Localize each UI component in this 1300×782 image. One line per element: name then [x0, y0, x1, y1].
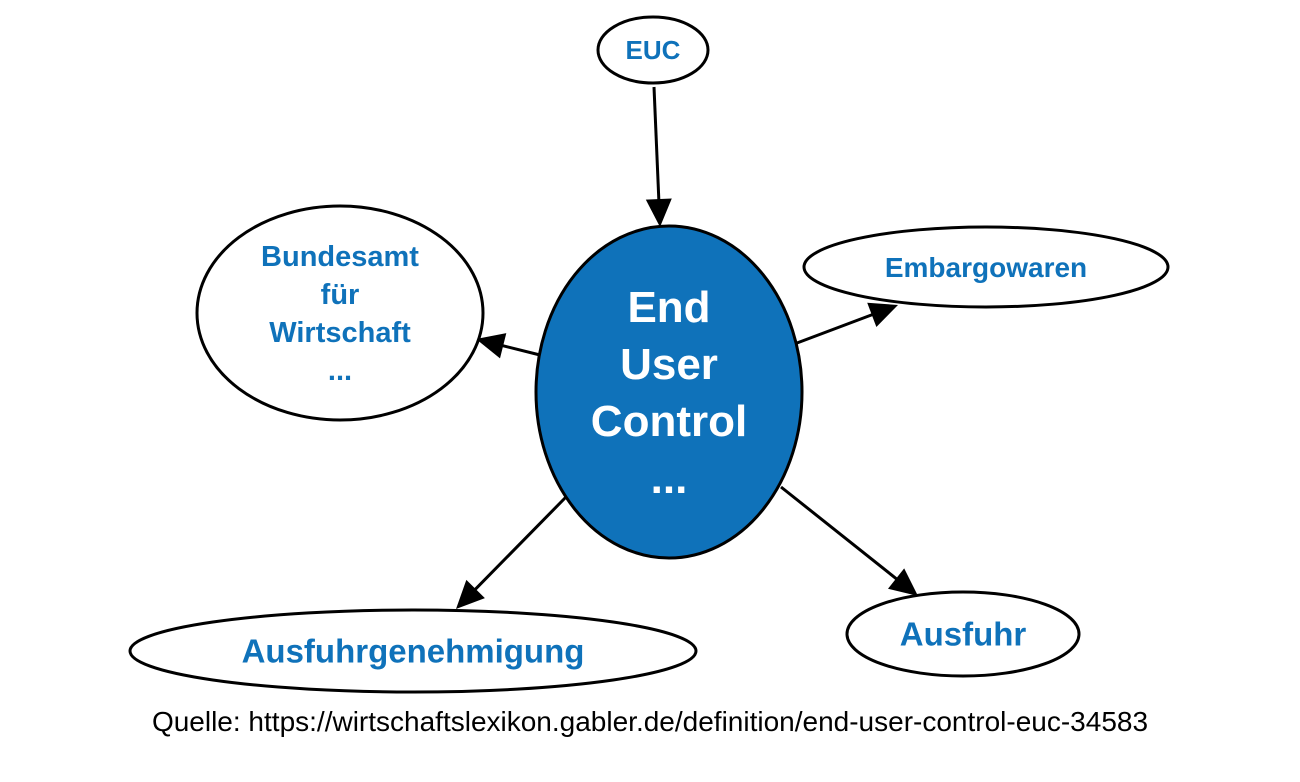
edge-center-to-bundesamt [500, 343, 541, 357]
edge-center-to-ausfuhrgenehmigung [473, 495, 568, 592]
node-center-label-line-3: ... [651, 454, 688, 503]
node-bundesamt-label-line-0: Bundesamt [261, 241, 419, 273]
node-bundesamt-ellipse [195, 204, 485, 422]
edges-layer [456, 86, 918, 609]
node-bundesamt-label-line-3: ... [328, 355, 352, 387]
node-ausfuhr-ellipse [845, 590, 1081, 678]
arrowhead-ausfuhr [887, 568, 918, 596]
node-embargowaren-label-line-0: Embargowaren [885, 252, 1087, 283]
node-ausfuhrgenehmigung-label-line-0: Ausfuhrgenehmigung [242, 633, 585, 670]
node-embargowaren: Embargowaren [802, 225, 1170, 309]
arrowhead-embargowaren [867, 302, 898, 328]
node-center-label-line-2: Control [591, 397, 747, 446]
node-bundesamt: Bundesamt fürWirtschaft... [195, 204, 485, 422]
node-ausfuhrgenehmigung-ellipse [128, 608, 698, 694]
node-center-ellipse [534, 224, 804, 560]
arrowhead-center [645, 198, 672, 227]
node-center-label-line-0: End [627, 283, 710, 332]
node-center: EndUserControl... [534, 224, 804, 560]
node-bundesamt-label-line-1: für [321, 279, 360, 311]
node-euc-ellipse [596, 15, 710, 85]
arrowhead-ausfuhrgenehmigung [456, 579, 485, 609]
node-ausfuhr: Ausfuhr [845, 590, 1081, 678]
node-ausfuhr-label-line-0: Ausfuhr [900, 616, 1027, 653]
edge-euc-to-center [652, 86, 661, 202]
node-euc: EUC [596, 15, 710, 85]
edge-center-to-ausfuhr [780, 485, 899, 581]
node-embargowaren-ellipse [802, 225, 1170, 309]
arrowhead-bundesamt [476, 333, 507, 359]
edge-center-to-embargowaren [796, 312, 875, 345]
node-bundesamt-label-line-2: Wirtschaft [269, 317, 411, 349]
node-center-label-line-1: User [620, 340, 718, 389]
source-caption: Quelle: https://wirtschaftslexikon.gable… [151, 706, 1149, 737]
node-ausfuhrgenehmigung: Ausfuhrgenehmigung [128, 608, 698, 694]
node-euc-label-line-0: EUC [626, 35, 681, 65]
